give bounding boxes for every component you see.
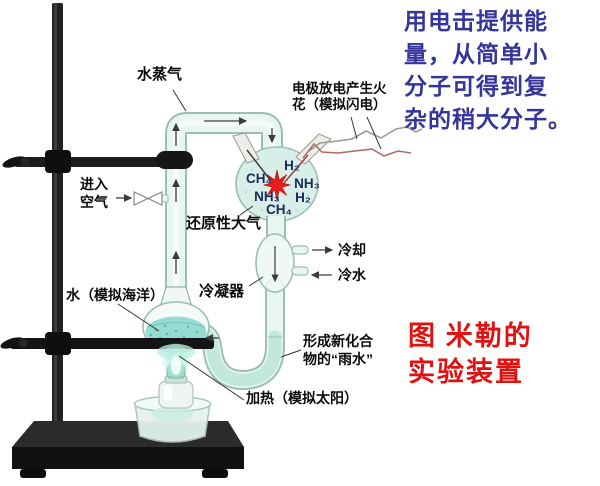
stand-pole <box>52 3 63 425</box>
air-inlet-valve <box>133 191 169 206</box>
figure-caption: 图 米勒的 实验装置 <box>408 321 533 387</box>
condenser-outlet-nozzle <box>291 245 309 255</box>
pointer-lines <box>117 89 382 401</box>
clamp-upper-jaw <box>156 151 193 169</box>
flame <box>157 343 195 379</box>
gas-ch4-bottom: CH₄ <box>266 202 292 217</box>
label-air-in: 进入 空气 <box>80 176 108 210</box>
label-rain: 形成新化合 物的“雨水” <box>303 333 373 367</box>
label-steam: 水蒸气 <box>137 66 183 83</box>
label-spark: 电极放电产生火 花（模拟闪电） <box>292 81 387 113</box>
gas-nh3-right: NH₃ <box>294 176 320 191</box>
condenser-bulb <box>255 233 309 293</box>
gas-nh3-lower-left: NH₃ <box>254 189 280 204</box>
label-heating: 加热（模拟太阳） <box>246 390 358 406</box>
label-cooling-out: 冷却 <box>338 242 366 258</box>
label-ocean-water: 水（模拟海洋） <box>66 287 164 303</box>
label-condenser: 冷凝器 <box>199 283 245 300</box>
gas-h2-lower-right: H₂ <box>295 190 311 205</box>
stand-base <box>12 421 244 478</box>
condenser-inlet-nozzle <box>291 266 309 276</box>
label-cold-water-in: 冷水 <box>338 267 366 283</box>
gas-h2-top: H₂ <box>284 158 300 173</box>
electrode-left <box>232 132 272 182</box>
clamp-upper <box>2 150 186 173</box>
label-reducing-atmosphere: 还原性大气 <box>186 215 262 232</box>
spark-icon <box>263 169 291 201</box>
flow-arrows <box>116 117 334 342</box>
gas-ch4-left: CH₄ <box>246 171 272 186</box>
electrode-wires <box>302 126 423 159</box>
annotation-note: 用电击提供能 量，从简单小 分子可得到复 杂的稍大分子。 <box>404 9 572 132</box>
